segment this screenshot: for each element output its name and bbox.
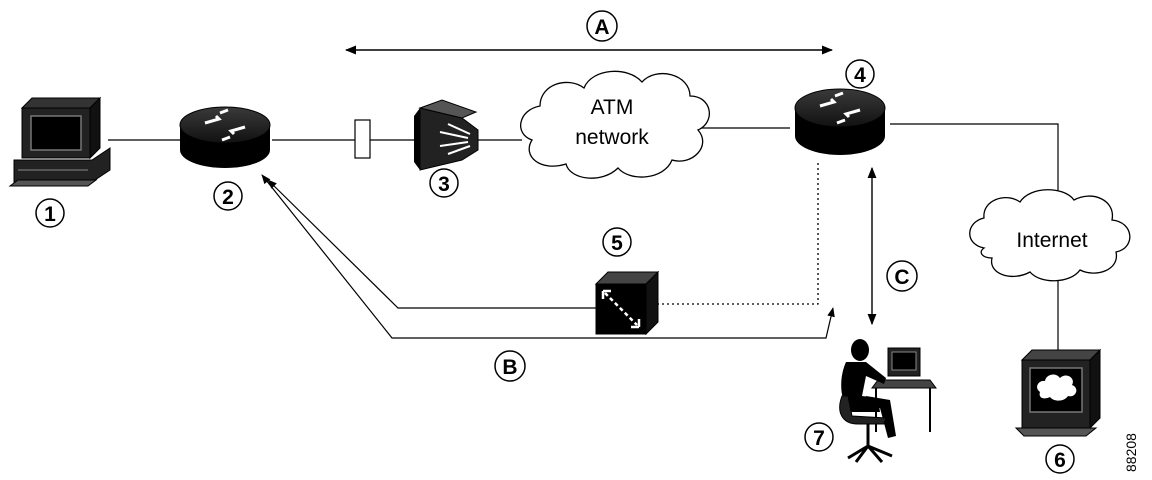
svg-text:C: C <box>894 266 909 289</box>
atm-cloud-label-line1: ATM <box>591 96 634 119</box>
callout-7: 7 <box>804 422 834 452</box>
callout-b: B <box>494 350 526 382</box>
svg-text:7: 7 <box>813 427 825 450</box>
callout-a: A <box>586 10 618 42</box>
link-router-internet <box>890 123 1059 205</box>
transceiver-icon <box>354 119 371 159</box>
figure-id: 88208 <box>1123 433 1139 472</box>
callout-2: 2 <box>213 181 243 211</box>
callout-5: 5 <box>602 227 632 257</box>
link-router-crossconnect-dotted <box>658 163 819 305</box>
svg-text:6: 6 <box>1054 449 1066 472</box>
workstation-icon <box>8 96 111 187</box>
internet-cloud-label: Internet <box>1016 229 1087 252</box>
callout-6: 6 <box>1045 444 1075 474</box>
atm-network-cloud: ATM network <box>520 70 710 179</box>
svg-text:A: A <box>594 16 609 39</box>
path-b <box>261 174 835 339</box>
callout-3: 3 <box>429 168 459 198</box>
router-icon-right <box>794 88 886 155</box>
svg-text:1: 1 <box>44 203 56 226</box>
svg-text:5: 5 <box>611 232 623 255</box>
web-server-icon <box>1014 348 1102 437</box>
svg-text:4: 4 <box>854 64 866 87</box>
callout-1: 1 <box>35 198 65 228</box>
operator-at-console-icon <box>839 339 937 463</box>
callout-c: C <box>886 260 918 292</box>
svg-text:2: 2 <box>222 186 234 209</box>
svg-text:B: B <box>502 356 517 379</box>
cross-connect-switch-icon <box>594 270 660 336</box>
atm-cloud-label-line2: network <box>575 126 649 149</box>
callout-4: 4 <box>845 59 875 89</box>
router-icon-left <box>179 106 271 168</box>
internet-cloud: Internet <box>969 189 1131 282</box>
svg-text:3: 3 <box>438 173 450 196</box>
atm-switch-icon <box>414 99 479 171</box>
